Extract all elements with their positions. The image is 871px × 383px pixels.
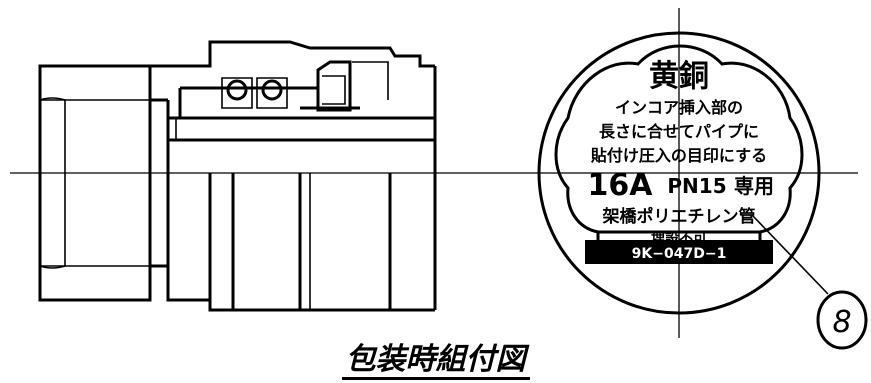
instruction-line-1: インコア挿入部の xyxy=(615,98,743,117)
material-text: 黄銅 xyxy=(649,59,709,94)
pressure-text: PN15 xyxy=(667,174,726,198)
balloon-number: 8 xyxy=(832,305,851,340)
fitting-side-view xyxy=(38,40,437,312)
size-text: 16A xyxy=(588,168,654,203)
caption-text: 包装時組付図 xyxy=(341,342,530,380)
drawing-caption: 包装時組付図 xyxy=(0,334,871,380)
part-code-text: 9K−047D−1 xyxy=(632,246,727,262)
instruction-line-2: 長さに合せてパイプに xyxy=(599,122,759,141)
pipe-type-text: 架橋ポリエチレン管 xyxy=(603,206,756,227)
part-balloon: 8 xyxy=(751,214,868,350)
round-label: 黄銅 インコア挿入部の 長さに合せてパイプに 貼付け圧入の目印にする 16A P… xyxy=(537,31,821,315)
instruction-line-3: 貼付け圧入の目印にする xyxy=(591,146,767,165)
burial-text: 埋設不可 xyxy=(651,230,707,247)
dedicated-text: 専用 xyxy=(734,174,774,198)
